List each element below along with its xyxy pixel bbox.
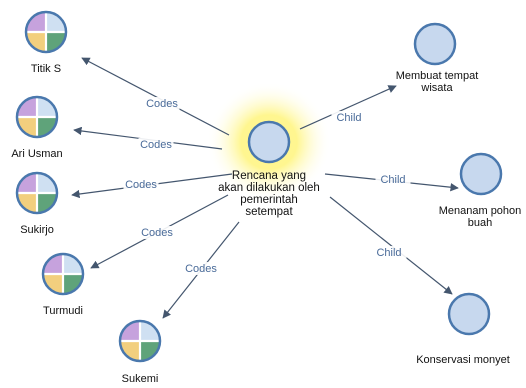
case-node-quadrant-sukirjo-0 xyxy=(17,173,37,193)
nodes-layer xyxy=(15,10,503,363)
child-edge-label-menanam-pohon-buah: Child xyxy=(380,174,405,186)
case-node-quadrant-sukirjo-1 xyxy=(37,173,57,193)
edge-konservasi-monyet[interactable] xyxy=(329,196,453,295)
case-node-quadrant-sukemi-1 xyxy=(140,321,160,341)
case-node-quadrant-sukemi-0 xyxy=(120,321,140,341)
case-node-ring xyxy=(41,252,85,296)
case-node-ring xyxy=(24,10,68,54)
case-node-quadrant-sukemi-3 xyxy=(120,341,140,361)
case-node-quadrant-turmudi-0 xyxy=(43,254,63,274)
node-label-titik-s: Titik S xyxy=(31,63,61,75)
case-node-ring xyxy=(15,171,59,215)
edge-titik-s[interactable] xyxy=(81,57,230,136)
case-node-titik-s[interactable] xyxy=(24,10,68,54)
edge-label-bg-sukirjo xyxy=(123,178,159,191)
edge-membuat-tempat-wisata[interactable] xyxy=(299,85,397,130)
case-node-quadrant-ari-usman-1 xyxy=(37,97,57,117)
node-label-ari-usman: Ari Usman xyxy=(11,148,62,160)
child-node-menanam-pohon-buah[interactable] xyxy=(459,152,503,196)
case-node-quadrant-ari-usman-0 xyxy=(17,97,37,117)
case-node-sukirjo[interactable] xyxy=(15,171,59,215)
codes-edge-label-ari-usman: Codes xyxy=(140,139,172,151)
node-label-sukemi: Sukemi xyxy=(122,373,159,385)
node-label-konservasi-monyet: Konservasi monyet xyxy=(416,354,510,366)
case-node-quadrant-sukirjo-2 xyxy=(37,193,57,213)
case-node-sukemi[interactable] xyxy=(118,319,162,363)
node-label-turmudi: Turmudi xyxy=(43,305,83,317)
codes-edge-label-titik-s: Codes xyxy=(146,98,178,110)
child-node-konservasi-monyet[interactable] xyxy=(447,292,491,336)
case-node-quadrant-turmudi-3 xyxy=(43,274,63,294)
center-node-center[interactable] xyxy=(247,120,291,164)
case-node-quadrant-titik-s-0 xyxy=(26,12,46,32)
case-node-quadrant-sukirjo-3 xyxy=(17,193,37,213)
case-node-quadrant-titik-s-3 xyxy=(26,32,46,52)
edge-label-bg-turmudi xyxy=(139,226,175,239)
codes-edge-label-turmudi: Codes xyxy=(141,227,173,239)
edge-label-bg-titik-s xyxy=(144,97,180,110)
child-node-membuat-tempat-wisata[interactable] xyxy=(413,22,457,66)
case-node-quadrant-turmudi-2 xyxy=(63,274,83,294)
case-node-quadrant-titik-s-2 xyxy=(46,32,66,52)
child-edge-label-membuat-tempat-wisata: Child xyxy=(336,112,361,124)
case-node-ring xyxy=(15,95,59,139)
case-node-quadrant-titik-s-1 xyxy=(46,12,66,32)
case-node-ring xyxy=(118,319,162,363)
case-node-ari-usman[interactable] xyxy=(15,95,59,139)
node-label-sukirjo: Sukirjo xyxy=(20,224,54,236)
edge-label-bg-konservasi-monyet xyxy=(371,246,407,259)
edge-label-bg-ari-usman xyxy=(138,138,174,151)
edge-label-bg-membuat-tempat-wisata xyxy=(331,111,367,124)
edge-label-bg-menanam-pohon-buah xyxy=(375,173,411,186)
codes-edge-label-sukirjo: Codes xyxy=(125,179,157,191)
case-node-quadrant-ari-usman-2 xyxy=(37,117,57,137)
case-node-turmudi[interactable] xyxy=(41,252,85,296)
case-node-quadrant-ari-usman-3 xyxy=(17,117,37,137)
edge-label-bg-sukemi xyxy=(183,262,219,275)
child-edge-label-konservasi-monyet: Child xyxy=(376,247,401,259)
case-node-quadrant-turmudi-1 xyxy=(63,254,83,274)
case-node-quadrant-sukemi-2 xyxy=(140,341,160,361)
codes-edge-label-sukemi: Codes xyxy=(185,263,217,275)
